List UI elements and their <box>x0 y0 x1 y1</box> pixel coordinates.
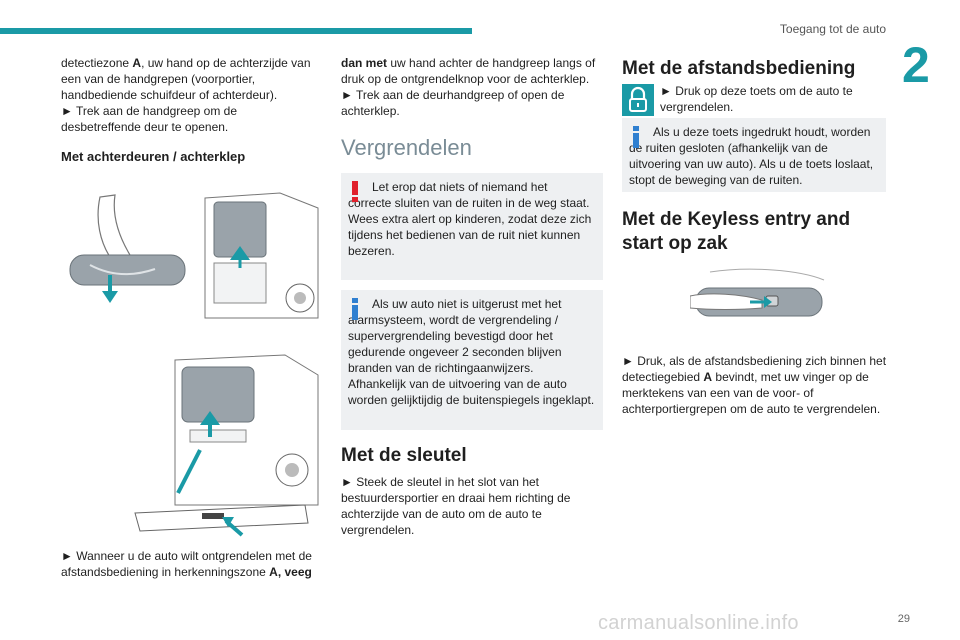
col1-para2: ► Trek aan de handgreep om de desbetreff… <box>61 104 237 134</box>
col2-para1: dan met uw hand achter de handgreep lang… <box>341 56 596 86</box>
section-keyless: Met de Keyless entry and start op zak <box>622 208 886 256</box>
keyless-text: ► Druk, als de afstandsbediening zich bi… <box>622 354 887 416</box>
header-accent-bar <box>0 28 472 34</box>
section-afstandsbediening: Met de afstandsbediening <box>622 57 888 81</box>
col1-bottom-text: ► Wanneer u de auto wilt ontgrendelen me… <box>61 549 312 579</box>
column-2-top: dan met uw hand achter de handgreep lang… <box>341 55 603 119</box>
hand-handle-illustration <box>69 194 186 303</box>
info-icon <box>633 126 639 148</box>
section-sleutel: Met de sleutel ► Steek de sleutel in het… <box>341 444 603 538</box>
info-afstand-text-1: Als u deze toets ingedrukt houdt, worden <box>653 125 871 139</box>
keyless-handle-illustration <box>690 268 825 317</box>
chapter-number: 2 <box>902 37 930 93</box>
info-icon <box>352 298 358 320</box>
col2-para2: ► Trek aan de deurhandgreep of open de a… <box>341 88 565 118</box>
info-text-2: Afhankelijk van de uitvoering van de aut… <box>348 377 595 407</box>
warning-text-1: Let erop dat niets of niemand het <box>372 180 548 194</box>
info-box-vergrendelen: Als uw auto niet is uitgerust met het al… <box>341 290 603 430</box>
heading-afstandsbediening: Met de afstandsbediening <box>622 58 856 79</box>
van-rear-illustration <box>204 192 319 319</box>
page-number: 29 <box>897 613 910 625</box>
warning-text-1b: correcte sluiten van de ruiten in de weg… <box>348 196 590 210</box>
section-vergrendelen: Vergrendelen <box>341 135 603 160</box>
info-afstand-text-1b: de ruiten gesloten (afhankelijk van de u… <box>629 141 874 187</box>
heading-keyless: Met de Keyless entry and start op zak <box>622 209 851 254</box>
watermark: carmanualsonline.info <box>598 612 799 634</box>
lock-icon <box>622 84 654 116</box>
col1-para1: detectiezone A, uw hand op de achterzijd… <box>61 56 311 102</box>
info-text-1b: alarmsysteem, wordt de vergrendeling / s… <box>348 313 562 375</box>
keyless-text-block: ► Druk, als de afstandsbediening zich bi… <box>622 353 888 417</box>
tailgate-illustration <box>134 354 319 537</box>
info-text-1: Als uw auto niet is uitgerust met het <box>372 297 562 311</box>
col1-heading: Met achterdeuren / achterklep <box>61 149 246 164</box>
column-1-bottom: ► Wanneer u de auto wilt ontgrendelen me… <box>61 548 319 580</box>
page-header-title: Toegang tot de auto <box>779 22 886 36</box>
afstand-text: ► Druk op deze toets om de auto te vergr… <box>660 84 853 114</box>
afstand-text-block: ► Druk op deze toets om de auto te vergr… <box>660 83 886 115</box>
warning-text-2: Wees extra alert op kinderen, zodat deze… <box>348 212 592 258</box>
column-1-top: detectiezone A, uw hand op de achterzijd… <box>61 55 319 165</box>
heading-sleutel: Met de sleutel <box>341 445 467 466</box>
warning-icon <box>352 181 358 202</box>
sleutel-text: ► Steek de sleutel in het slot van het b… <box>341 475 571 537</box>
heading-vergrendelen: Vergrendelen <box>341 135 472 160</box>
warning-box: Let erop dat niets of niemand het correc… <box>341 173 603 280</box>
info-box-afstand: Als u deze toets ingedrukt houdt, worden… <box>622 118 886 192</box>
